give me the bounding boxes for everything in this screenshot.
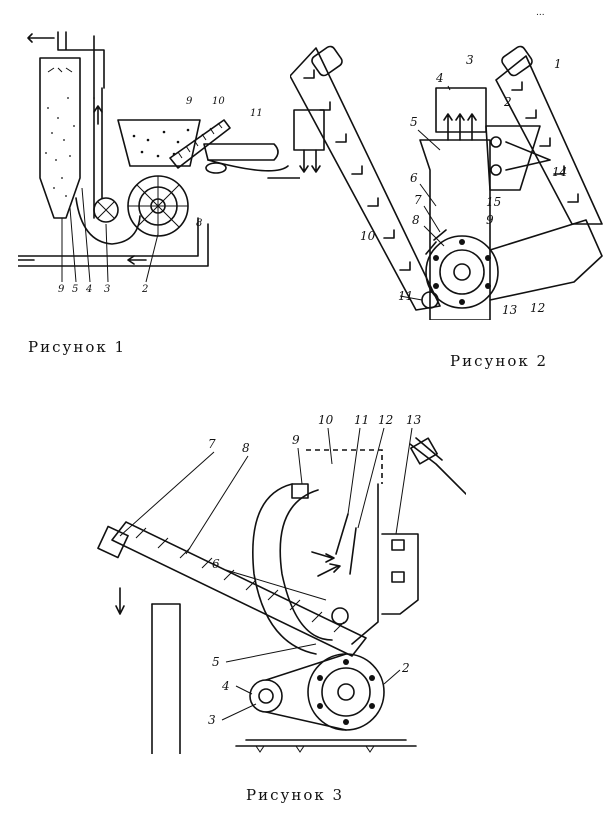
label-7: 7 [208, 437, 216, 451]
drum-11 [203, 143, 279, 161]
casing-inner [279, 489, 333, 641]
label-8: 8 [242, 441, 250, 455]
figure-3-diagram: 7 8 9 10 11 12 13 6 5 4 3 2 [96, 404, 466, 754]
frame-13 [381, 533, 419, 615]
label-3: 3 [208, 713, 216, 727]
label-5: 5 [72, 284, 78, 295]
label-9: 9 [486, 213, 494, 227]
cyclone [39, 57, 81, 219]
label-6: 6 [212, 557, 220, 571]
rotor-13 [425, 235, 499, 309]
label-13: 13 [502, 303, 518, 317]
discharge-chute [489, 219, 603, 301]
incline-conveyor-10 [290, 47, 441, 311]
inlet-arrow [27, 33, 55, 43]
label-10: 10 [318, 413, 334, 427]
label-15: 15 [486, 195, 501, 209]
label-2: 2 [401, 661, 410, 675]
label-12: 12 [530, 301, 545, 315]
label-3: 3 [104, 284, 110, 295]
label-4: 4 [435, 71, 444, 85]
drive-7 [97, 525, 129, 559]
chamber-4 [435, 87, 487, 133]
figure-1-caption: Рисунок 1 [28, 338, 127, 356]
figure-2-caption: Рисунок 2 [450, 352, 549, 370]
label-5: 5 [212, 655, 220, 669]
rotor-2 [307, 653, 385, 731]
label-8: 8 [196, 218, 202, 229]
figure-3-drawing: 7 8 9 10 11 12 13 6 5 4 3 2 [97, 413, 466, 754]
motor-3 [249, 679, 283, 713]
label-9-left: 9 [58, 284, 65, 295]
label-4: 4 [221, 679, 230, 693]
figure-1-drawing: 9 5 4 3 2 9 10 11 8 [18, 31, 300, 295]
hopper-2 [485, 125, 541, 191]
figure-2-diagram: 4 3 2 1 5 6 7 8 9 10 11 12 13 14 15 [290, 20, 610, 320]
label-6: 6 [410, 171, 418, 185]
incline-conveyor-1 [495, 55, 603, 225]
label-9: 9 [292, 433, 300, 447]
corner-mark: ... [536, 8, 545, 18]
feed-hopper [117, 119, 201, 167]
label-9-top: 9 [186, 96, 193, 107]
label-11: 11 [354, 413, 369, 427]
crusher-casing [419, 139, 491, 320]
label-2: 2 [141, 284, 148, 295]
label-11: 11 [398, 289, 413, 303]
casing-outer [252, 483, 317, 655]
hopper-3 [75, 197, 141, 245]
figure-3-caption: Рисунок 3 [246, 786, 345, 804]
screw-conveyor [111, 521, 367, 657]
label-13: 13 [406, 413, 422, 427]
label-10: 10 [212, 96, 225, 107]
cyclone-fill [45, 97, 75, 197]
belt-conveyor-10 [169, 119, 231, 169]
label-4: 4 [85, 284, 92, 295]
base-frame [235, 739, 417, 747]
label-12: 12 [378, 413, 393, 427]
hopper-outline [306, 449, 383, 484]
label-7: 7 [414, 193, 422, 207]
figure-2-drawing: 4 3 2 1 5 6 7 8 9 10 11 12 13 14 15 [290, 45, 603, 320]
motor-left [311, 45, 343, 77]
label-3: 3 [466, 53, 474, 67]
label-14: 14 [552, 165, 567, 179]
label-8: 8 [412, 213, 420, 227]
label-1: 1 [554, 57, 562, 71]
label-10: 10 [360, 229, 376, 243]
figure-1-diagram: 9 5 4 3 2 9 10 11 8 [18, 28, 300, 310]
label-2: 2 [503, 95, 512, 109]
label-5: 5 [410, 115, 418, 129]
support-post [151, 603, 181, 754]
label-11: 11 [250, 108, 263, 119]
motor-right [501, 45, 533, 77]
